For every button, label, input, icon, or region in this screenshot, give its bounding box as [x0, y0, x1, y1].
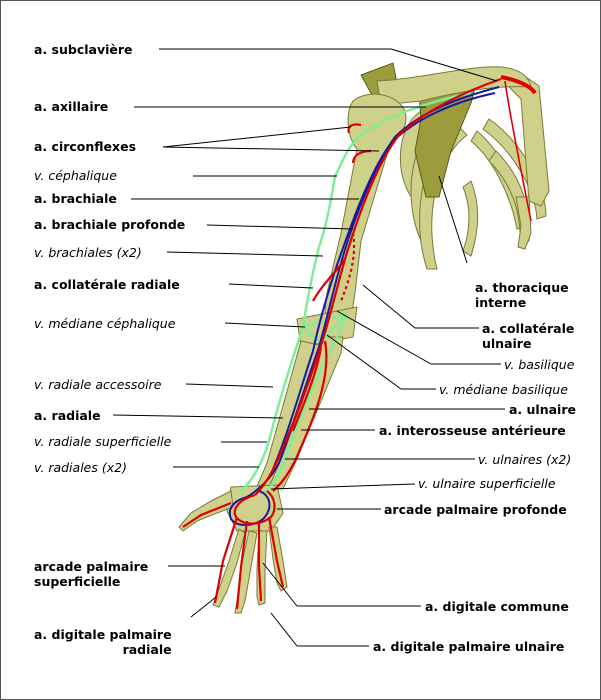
- label-basilique: v. basilique: [504, 357, 575, 372]
- label-collaterale-ulnaire-line1: a. collatérale: [482, 321, 575, 336]
- label-brachiale-profonde: a. brachiale profonde: [34, 217, 186, 232]
- label-arcade-superficielle: arcade palmaire superficielle: [34, 559, 148, 589]
- label-thoracique-interne: a. thoracique interne: [475, 280, 569, 310]
- label-collaterale-ulnaire-line2: ulnaire: [482, 336, 532, 351]
- humerus: [296, 93, 407, 348]
- label-brachiale: a. brachiale: [34, 191, 117, 206]
- label-circonflexes: a. circonflexes: [34, 139, 137, 154]
- label-axillaire: a. axillaire: [34, 99, 109, 114]
- label-radiale-accessoire: v. radiale accessoire: [34, 377, 162, 392]
- label-radiale: a. radiale: [34, 408, 101, 423]
- label-cephalique: v. céphalique: [34, 168, 117, 183]
- label-thoracique-line1: a. thoracique: [475, 280, 569, 295]
- label-arcade-profonde: arcade palmaire profonde: [384, 502, 567, 517]
- label-radiales: v. radiales (x2): [34, 460, 127, 475]
- label-digitale-palmaire-radiale: a. digitale palmaire radiale: [34, 627, 172, 657]
- label-mediane-basilique: v. médiane basilique: [439, 382, 568, 397]
- arteries: [182, 75, 537, 610]
- label-interosseuse: a. interosseuse antérieure: [379, 423, 566, 438]
- label-ulnaire: a. ulnaire: [509, 402, 576, 417]
- ribcage: [399, 74, 550, 270]
- label-ulnaire-superficielle: v. ulnaire superficielle: [418, 476, 556, 491]
- label-thoracique-line2: interne: [475, 295, 527, 310]
- label-digitale-commune: a. digitale commune: [425, 599, 569, 614]
- label-arcade-superficielle-line2: superficielle: [34, 574, 121, 589]
- label-brachiales: v. brachiales (x2): [34, 245, 142, 260]
- label-radiale-superficielle: v. radiale superficielle: [34, 434, 172, 449]
- label-arcade-superficielle-line1: arcade palmaire: [34, 559, 149, 574]
- label-collaterale-ulnaire: a. collatérale ulnaire: [482, 321, 574, 351]
- leader-lines: [112, 48, 505, 647]
- label-subclaviere: a. subclavière: [34, 42, 133, 57]
- label-digitale-palmaire-radiale-line2: radiale: [122, 642, 172, 657]
- label-collaterale-radiale: a. collatérale radiale: [34, 277, 180, 292]
- label-digitale-palmaire-ulnaire: a. digitale palmaire ulnaire: [373, 639, 565, 654]
- label-digitale-palmaire-radiale-line1: a. digitale palmaire: [34, 627, 172, 642]
- label-mediane-cephalique: v. médiane céphalique: [34, 316, 176, 331]
- label-ulnaires: v. ulnaires (x2): [478, 452, 572, 467]
